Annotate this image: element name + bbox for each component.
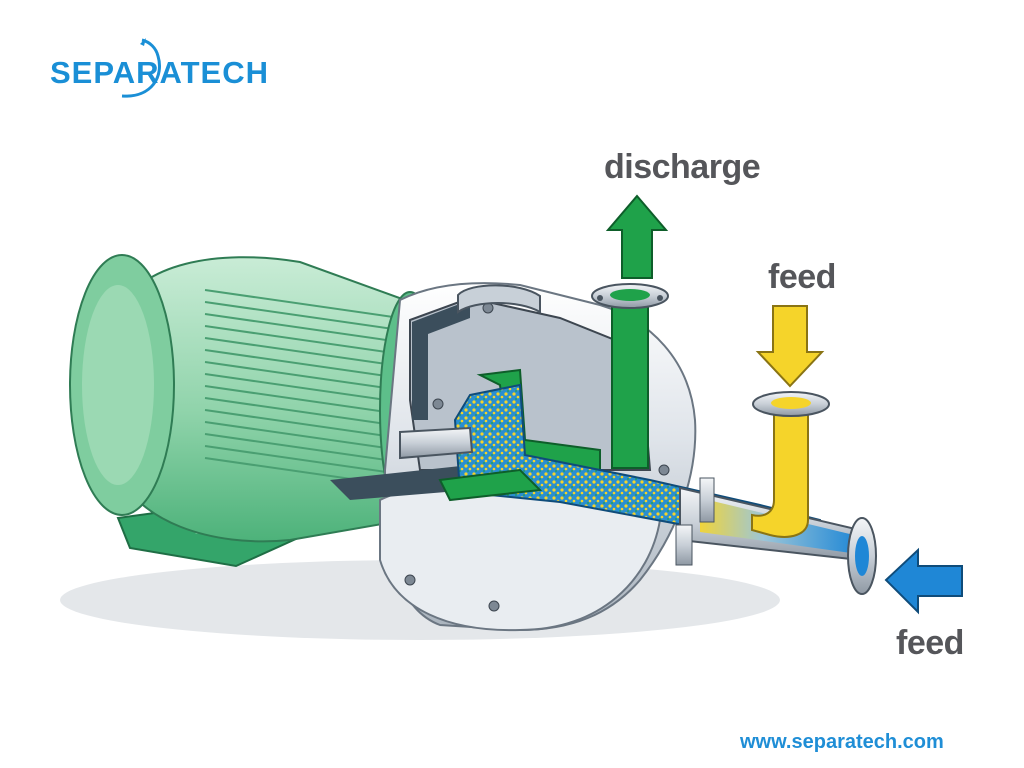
brand-logo: SEPARATECH [50,55,269,90]
feed-top-label: feed [768,258,836,296]
bolt [597,295,603,301]
feed-pipe-vertical [751,407,809,538]
logo-swoosh-icon [121,38,161,98]
feed-bottom-label: feed [896,624,964,662]
bolt [488,600,500,612]
motor-fins [204,289,401,487]
bolt [657,295,663,301]
green-scroll-blade [438,468,543,502]
motor-end-cap-inner [82,285,154,485]
cutaway-frame [412,300,470,420]
feed-side-opening [855,536,869,576]
feed-top-opening [771,397,811,409]
top-flange [457,284,541,314]
bolt [658,464,670,476]
discharge-label: discharge [604,148,761,186]
feed-side-arrow-icon [884,547,963,615]
discharge-arrow-icon [605,194,669,279]
website-link[interactable]: www.separatech.com [740,731,944,753]
cutaway-frame-bottom [330,465,470,500]
bolt [404,574,416,586]
bolt [432,398,444,410]
feed-pipes [675,391,877,595]
discharge-opening [610,289,650,301]
feed-top-arrow-icon [755,305,825,388]
pipe-ring [675,524,693,566]
shaft [399,426,474,460]
pipe-ring [699,477,715,523]
discharge-riser [611,299,649,469]
